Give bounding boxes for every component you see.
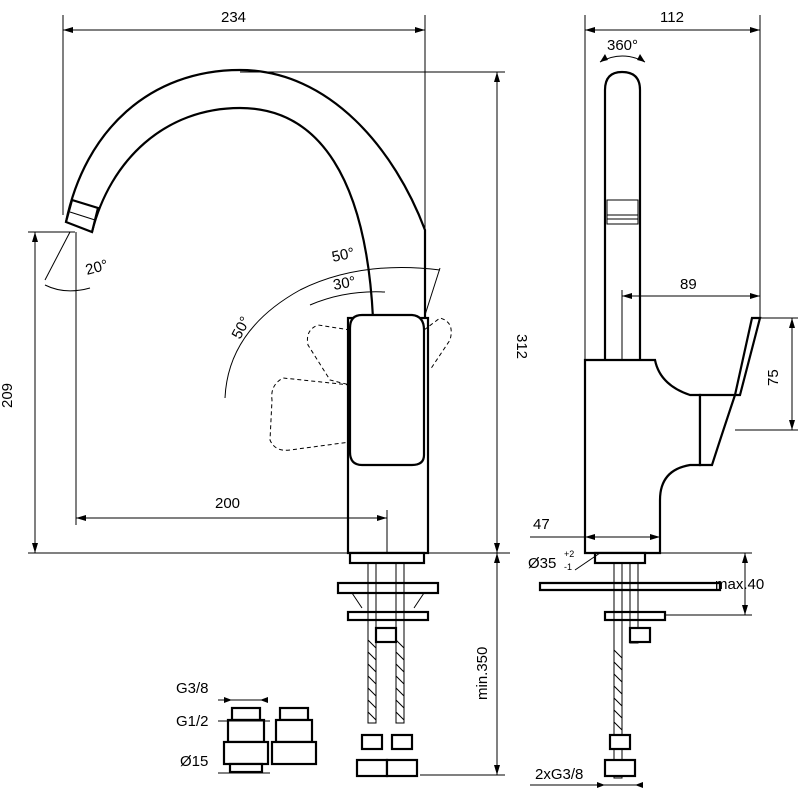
depth-label: 112	[660, 9, 684, 26]
side-body	[583, 358, 702, 555]
spout-inner	[90, 106, 375, 319]
front-dimensions	[28, 15, 510, 776]
hose-thread-label: 2xG3/8	[535, 766, 583, 783]
hose-length-label: min.350	[474, 647, 491, 700]
front-view	[44, 68, 452, 778]
hole-tol-minus: -1	[564, 562, 572, 572]
lever-height-label: 75	[765, 369, 782, 386]
hole-tol-plus: +2	[564, 549, 574, 559]
side-view	[538, 54, 762, 779]
lever-position-50	[269, 377, 351, 451]
lever-angle-b-label: 30°	[332, 273, 357, 294]
rotation-label: 360°	[607, 37, 638, 54]
side-lever	[698, 316, 762, 467]
lever-angle-c-label: 50°	[229, 314, 255, 342]
reach-label: 200	[215, 495, 240, 512]
lever	[348, 313, 426, 467]
side-spout	[603, 70, 642, 360]
lever-position-30	[307, 324, 351, 386]
counter-thickness-label: max.40	[715, 576, 764, 593]
thread-small-label: G3/8	[176, 680, 209, 697]
base-offset-label: 47	[533, 516, 550, 533]
lever-reach-label: 89	[680, 276, 697, 293]
connector-fittings	[218, 697, 318, 774]
pipe-diameter-label: Ø15	[180, 753, 208, 770]
height-label: 312	[513, 334, 530, 359]
hole-diameter-label: Ø35	[528, 555, 556, 572]
lever-angle-a-label: 50°	[330, 245, 356, 266]
mounting-plate	[336, 581, 440, 595]
thread-large-label: G1/2	[176, 713, 209, 730]
width-label: 234	[221, 9, 246, 26]
spout-angle-label: 20°	[84, 257, 110, 279]
spout-outer	[64, 68, 427, 318]
side-dimensions	[530, 15, 798, 788]
spout-height-label: 209	[0, 383, 16, 408]
